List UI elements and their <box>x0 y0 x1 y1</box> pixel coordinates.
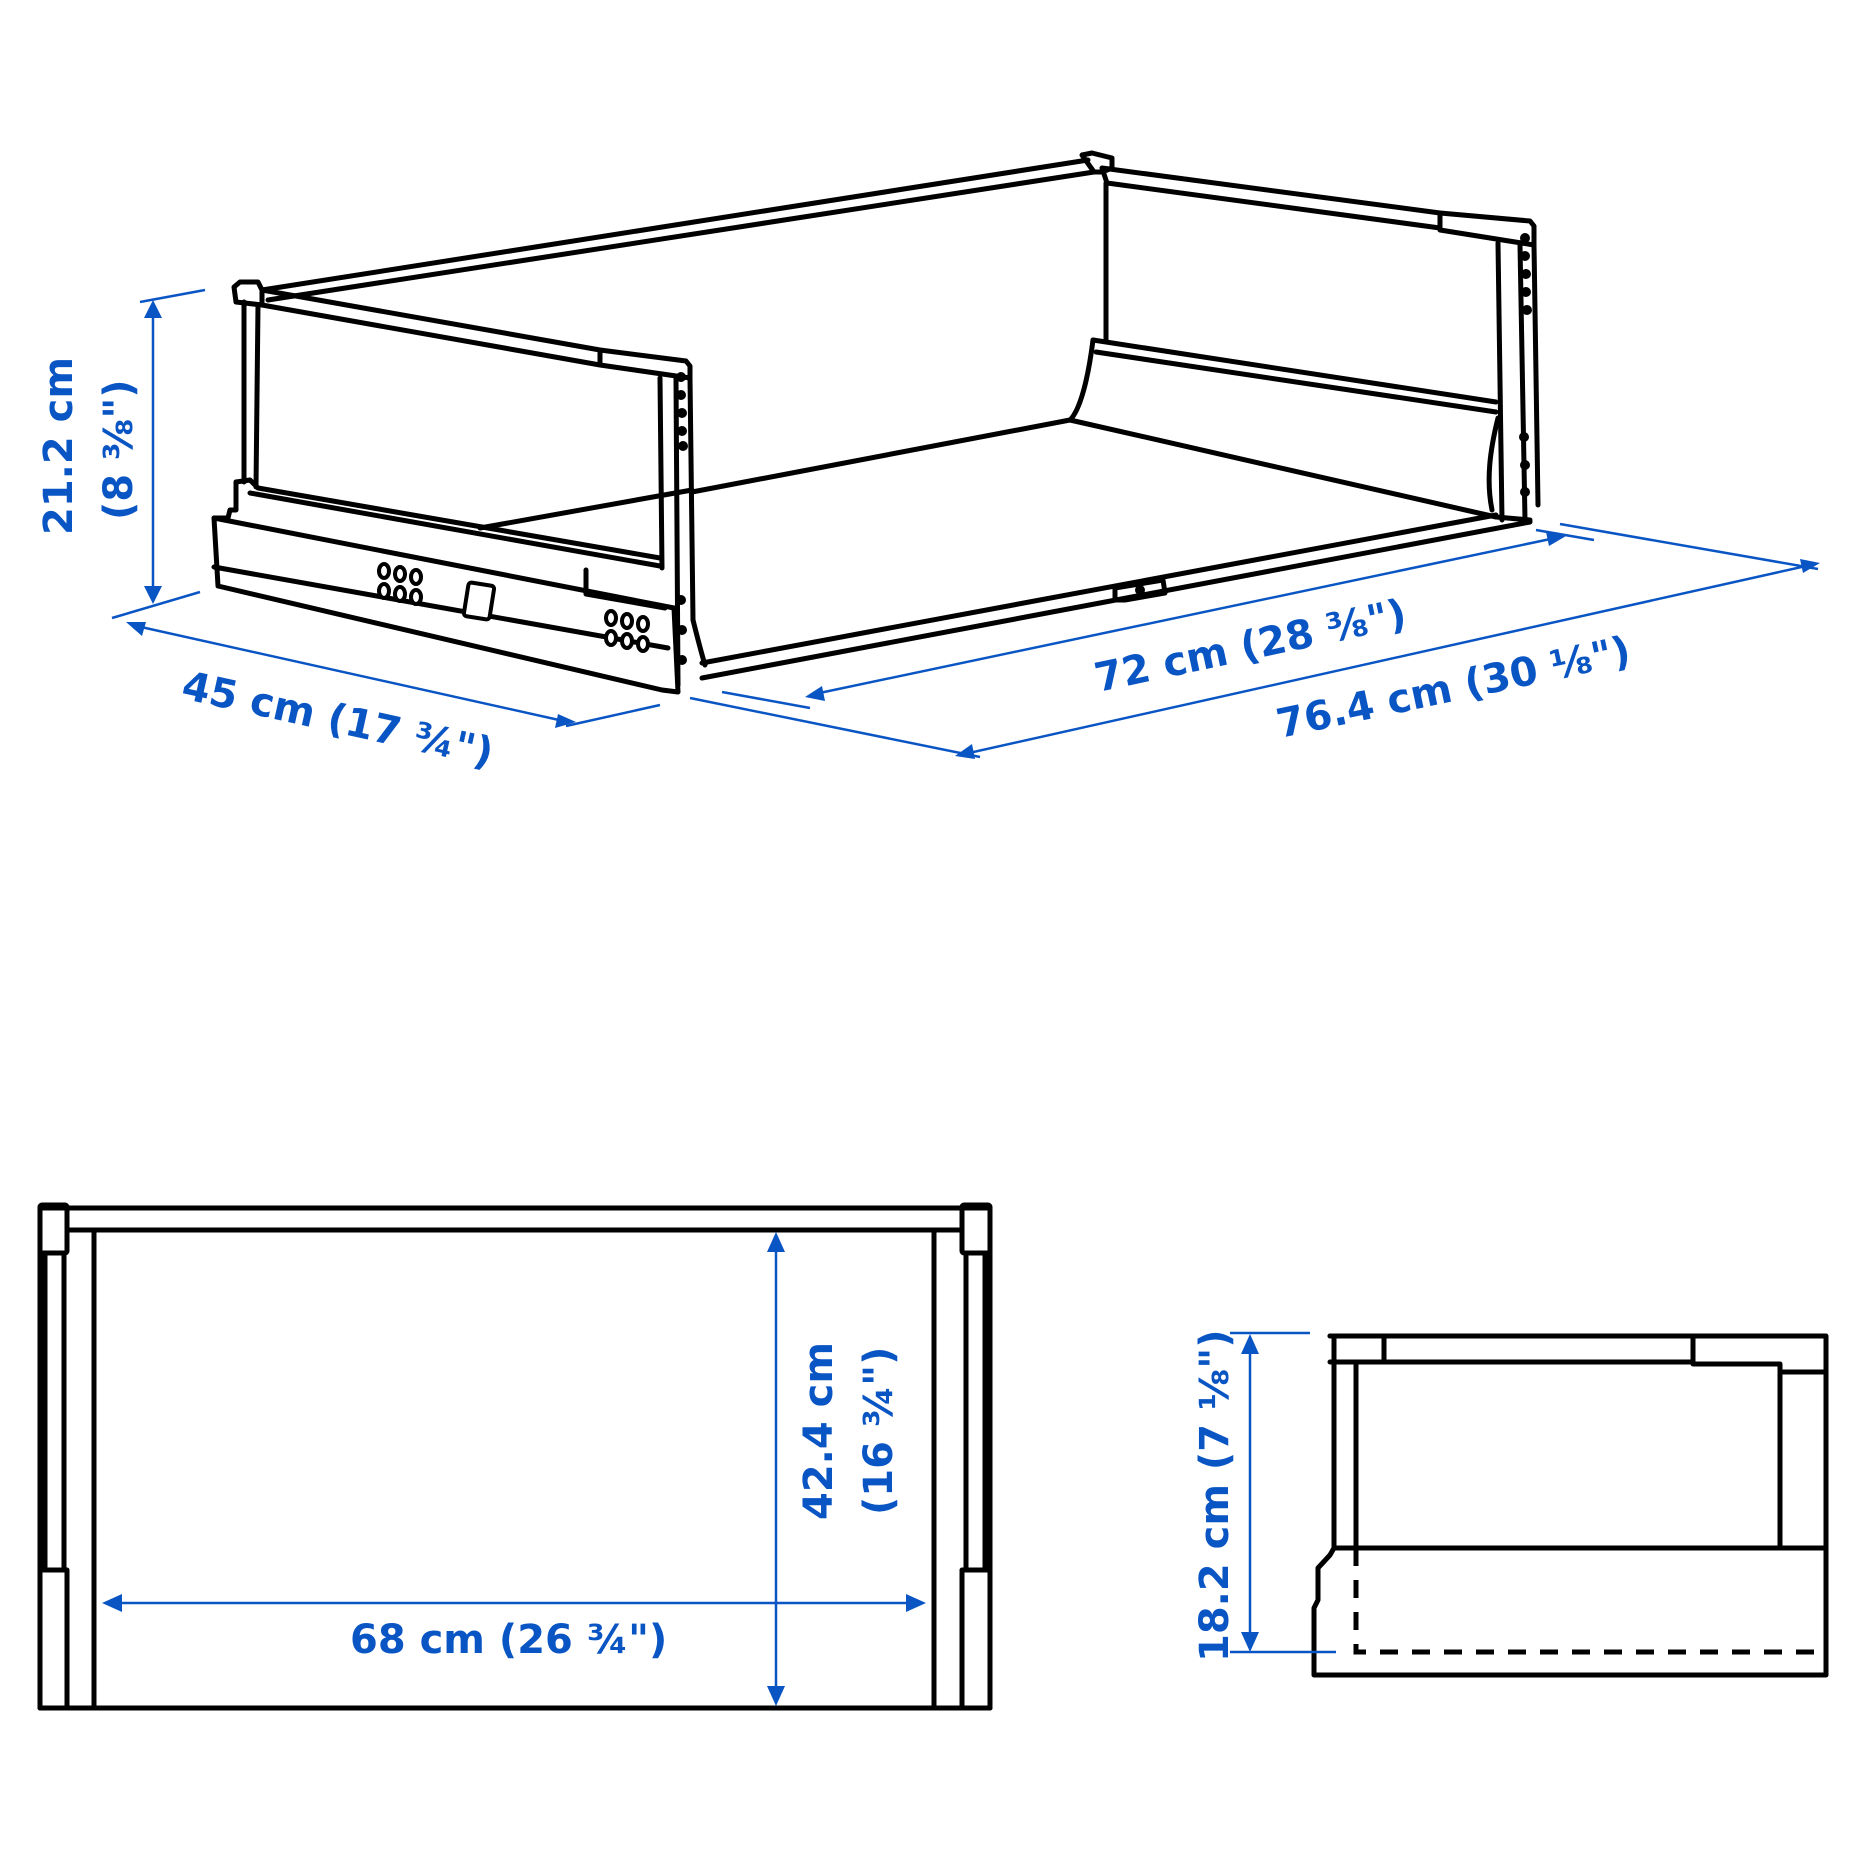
height-metric-label: 21.2 cm <box>36 357 82 535</box>
bottom-clip <box>1112 577 1168 603</box>
hidden-edge-dashed <box>1353 1548 1826 1655</box>
left-panel-holes <box>676 372 688 665</box>
right-panel-holes <box>1519 233 1532 497</box>
top-view-outline <box>37 1205 993 1711</box>
side-view: 18.2 cm (7 ⅛") <box>1192 1330 1829 1678</box>
top-view: 42.4 cm (16 ¾") 68 cm (26 ¾") <box>37 1202 993 1711</box>
height-dimension <box>111 288 206 620</box>
left-side-panel <box>211 279 708 695</box>
width-dimension <box>126 622 661 728</box>
bottom-left-runner <box>37 1567 70 1711</box>
height-imperial-label: (8 ⅜") <box>96 379 142 520</box>
side-view-height-dimension <box>1230 1331 1336 1654</box>
front-square-cutout <box>461 580 497 622</box>
front-left-corner-cap <box>231 279 265 308</box>
top-view-depth-metric: 42.4 cm <box>796 1342 842 1520</box>
back-top-rail <box>259 157 1097 303</box>
front-holes-left <box>377 562 423 606</box>
top-view-depth-dimension <box>767 1232 785 1706</box>
top-view-depth-imperial: (16 ¾") <box>856 1347 902 1515</box>
top-view-width-label: 68 cm (26 ¾") <box>350 1617 667 1663</box>
isometric-drawer-view: 21.2 cm (8 ⅜") 45 cm (17 ¾") 72 cm (28 ⅜… <box>36 150 1820 777</box>
drawer-bottom <box>477 417 1533 681</box>
right-side-panel <box>1067 165 1541 523</box>
front-holes-right <box>604 609 650 653</box>
top-left-corner <box>37 1202 70 1256</box>
top-view-width-dimension <box>102 1594 926 1612</box>
width-label: 45 cm (17 ¾") <box>178 663 498 777</box>
top-right-corner <box>959 1202 993 1256</box>
side-view-height-label: 18.2 cm (7 ⅛") <box>1192 1330 1238 1663</box>
depth-dimensions <box>689 522 1820 759</box>
bottom-right-runner <box>959 1567 993 1711</box>
